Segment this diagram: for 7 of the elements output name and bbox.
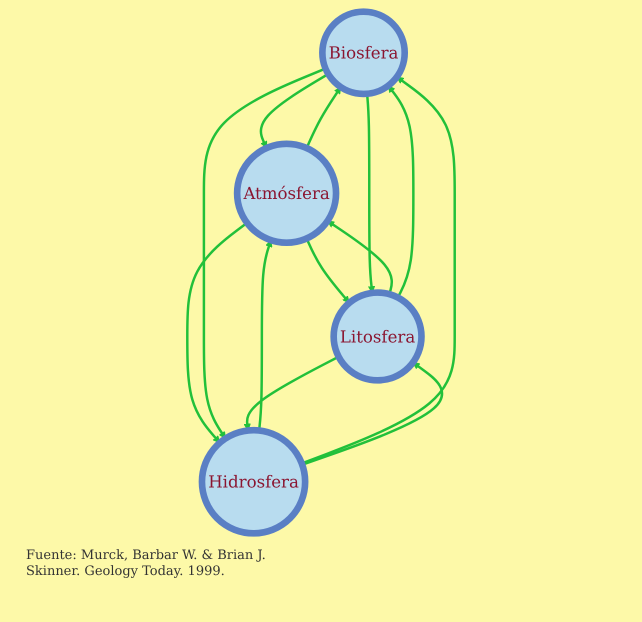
node-circle: Atmósfera [234,140,340,246]
node-circle: Litosfera [330,289,425,384]
node-circle: Biosfera [319,8,408,98]
arrow [186,222,248,444]
arrow [260,72,329,148]
source-caption: Fuente: Murck, Barbar W. & Brian J. Skinner. Geology Today. 1999. [26,548,266,580]
node-circle: Hidrosfera [198,426,308,537]
